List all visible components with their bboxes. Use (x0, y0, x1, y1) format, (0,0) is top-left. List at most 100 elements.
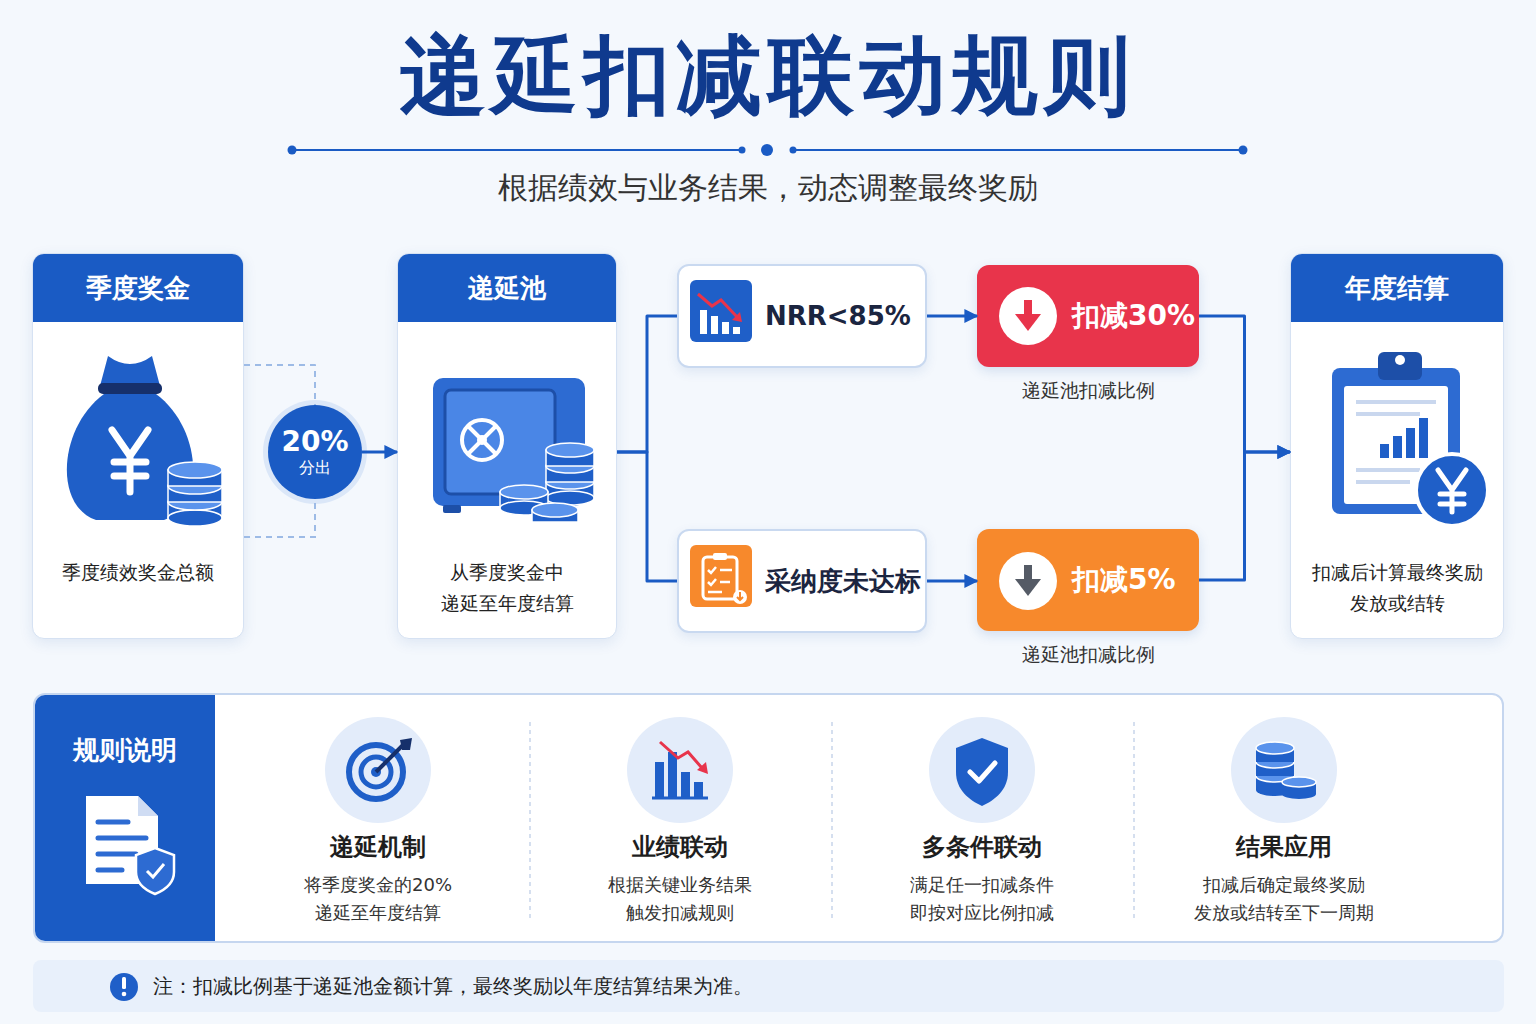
connector-arrow (1199, 316, 1290, 452)
money-bag-icon-part (168, 470, 222, 486)
nrr-chart-icon-part (690, 280, 752, 342)
node-heading: NRR<85% (765, 266, 911, 366)
safe-icon-part (500, 485, 548, 499)
coins-icon-part (1256, 756, 1294, 768)
safe-icon-part (556, 505, 574, 513)
rule-doc-icon (86, 796, 174, 894)
target-icon-part (376, 744, 404, 772)
node-body: 分出 (299, 458, 331, 478)
safe-icon-part (546, 459, 594, 473)
condition-box: 采纳度未达标 (677, 529, 927, 633)
connector-arrow (927, 580, 977, 583)
nrr-chart-icon-part (733, 327, 740, 334)
money-bag-icon-part (168, 462, 222, 478)
shield-icon-part (970, 763, 995, 781)
performance-chart-icon-part (655, 762, 664, 798)
deduction-box: 扣减5%递延池扣减比例 (977, 529, 1199, 631)
split-bracket-part (244, 499, 315, 537)
rule-doc-icon-part (147, 864, 164, 877)
coins-icon-part (1256, 748, 1294, 762)
nrr-chart-icon-part (732, 312, 742, 322)
note-alert-icon-part (122, 977, 126, 989)
node-body: 递延池扣减比例 (957, 641, 1219, 667)
coins-icon-part (1256, 742, 1294, 754)
target-icon-part (361, 757, 391, 787)
safe-icon-part (500, 492, 548, 508)
node-heading: 20% (281, 426, 348, 458)
performance-chart-icon-part (668, 752, 677, 798)
safe-icon-part (443, 505, 461, 513)
safe-icon-part (546, 475, 594, 489)
performance-chart-icon-part (652, 797, 708, 800)
node-heading: 递延池 (398, 254, 616, 322)
stage-card: 递延池从季度奖金中 递延至年度结算 (397, 253, 617, 639)
nrr-chart-icon-part (698, 294, 738, 318)
deduct-down-icon-part (1024, 300, 1032, 316)
coins-icon-part (1256, 784, 1294, 796)
deduct-down-icon (999, 287, 1057, 610)
performance-chart-icon-part (697, 762, 708, 774)
settlement-clipboard-icon-part (1419, 418, 1428, 458)
safe-icon-part (532, 510, 578, 522)
settlement-clipboard-icon-part (1356, 402, 1436, 414)
node-heading: 年度结算 (1291, 254, 1503, 322)
split-circle: 20%分出 (268, 405, 362, 499)
deduct-down-icon-part (1015, 579, 1041, 596)
settlement-clipboard-icon-part (1438, 470, 1466, 512)
adoption-clipboard-icon-part (708, 567, 732, 592)
note-alert-icon-part (110, 973, 138, 1001)
node-body: 季度绩效奖金总额 (43, 557, 233, 588)
shield-icon-part (929, 717, 1035, 823)
safe-icon-part (433, 378, 585, 506)
settlement-clipboard-icon-part (1332, 368, 1460, 514)
safe-icon-part (546, 450, 594, 466)
rule-doc-icon-part (86, 796, 158, 884)
coins-icon-part (1282, 777, 1316, 787)
title-rule-part (1239, 146, 1248, 155)
adoption-clipboard-icon-part (733, 590, 747, 604)
note-alert-icon-part (122, 992, 127, 997)
safe-icon-part (445, 390, 555, 494)
connector-arrow (1199, 452, 1290, 580)
connector-arrow (362, 451, 397, 454)
rules-panel: 规则说明 (33, 693, 1504, 943)
adoption-clipboard-icon-part (737, 592, 743, 600)
dashed-bracket (244, 365, 315, 405)
target-icon-part (325, 717, 431, 823)
safe-icon-part (500, 501, 548, 515)
coins-icon-part (1231, 717, 1337, 823)
connector-arrow (927, 315, 977, 318)
title-rule-part (761, 144, 773, 156)
deduct-down-icon-part (999, 552, 1057, 610)
coins-icon-part (1282, 782, 1316, 794)
rule-doc-icon-part (138, 796, 158, 816)
node-body: 从季度奖金中 递延至年度结算 (408, 557, 606, 619)
stage-card: 年度结算扣减后计算最终奖励 发放或结转 (1290, 253, 1504, 639)
stage-card: 季度奖金季度绩效奖金总额 (32, 253, 244, 639)
settlement-clipboard-icon (1332, 352, 1488, 526)
target-icon-part (349, 745, 403, 799)
performance-chart-icon-part (627, 717, 733, 823)
money-bag-icon (67, 356, 222, 526)
coins-icon-part (1256, 762, 1294, 776)
node-body: 递延池扣减比例 (957, 377, 1219, 403)
settlement-clipboard-icon-part (1356, 470, 1420, 482)
target-icon (325, 717, 431, 823)
adoption-clipboard-icon (690, 545, 752, 607)
column-divider (530, 722, 1134, 918)
node-heading: 规则说明 (35, 733, 215, 767)
page-title: 递延扣减联动规则 (0, 22, 1536, 128)
deduction-box: 扣减30%递延池扣减比例 (977, 265, 1199, 367)
node-heading: 扣减5% (1072, 529, 1176, 631)
condition-box: NRR<85% (677, 264, 927, 368)
performance-chart-icon-part (694, 782, 703, 798)
node-heading: 注：扣减比例基于递延池金额计算，最终奖励以年度结算结果为准。 (153, 960, 753, 1012)
deduct-down-icon-part (1024, 565, 1032, 581)
money-bag-icon-part (168, 486, 222, 502)
title-rule-part (292, 149, 742, 151)
rule-doc-icon-part (98, 822, 146, 870)
money-bag-icon-part (168, 478, 222, 494)
safe-icon (433, 378, 594, 522)
